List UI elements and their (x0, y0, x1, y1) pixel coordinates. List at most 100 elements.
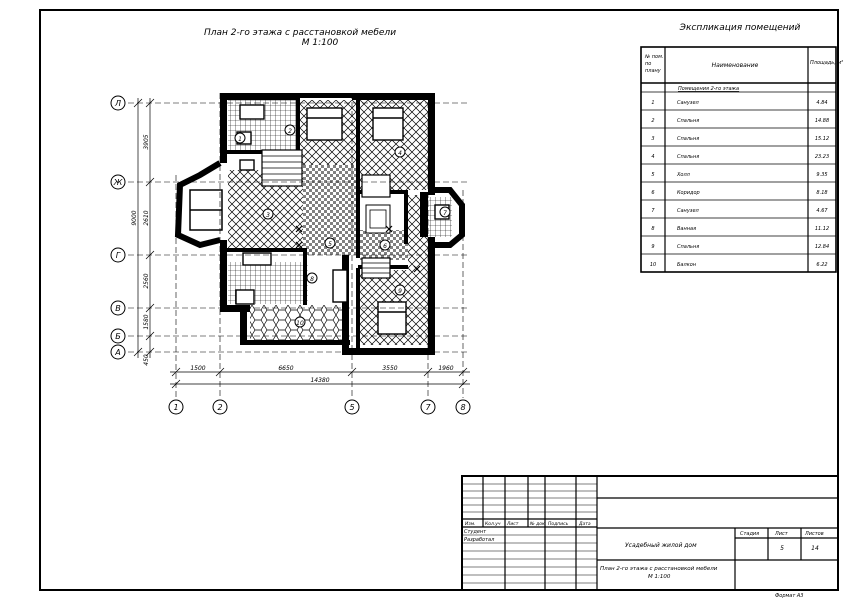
row-room-name: Спальня (677, 244, 699, 250)
row-area: 6.22 (816, 262, 827, 268)
row-room-name: Холл (676, 172, 691, 178)
room-mark-3: 3 (262, 208, 274, 220)
svg-text:Б: Б (115, 332, 121, 341)
header-area: Площадь, м² (810, 60, 843, 66)
svg-text:7: 7 (425, 403, 431, 412)
axis-bubble-v: В (110, 300, 126, 316)
floor-plan: 1 2 3 4 5 6 7 8 9 10 (174, 93, 465, 355)
axis-bubble-l: Л (110, 95, 126, 111)
explication-subtitle: Помещения 2-го этажа (678, 86, 739, 92)
dim-bottom-4: 1960 (438, 365, 453, 372)
row-number: 3 (651, 136, 654, 142)
row-number: 8 (651, 226, 654, 232)
dim-left-total: 9000 (131, 210, 138, 225)
dim-bottom-total: 14380 (310, 377, 329, 384)
dim-left-5: 450 (143, 354, 150, 366)
room-mark-2: 2 (284, 124, 296, 136)
sheet-frame (39, 9, 839, 591)
row-room-name: Коридор (677, 190, 700, 196)
plan-scale: М 1:100 (302, 38, 339, 48)
svg-text:7: 7 (443, 210, 447, 217)
row-number: 5 (651, 172, 654, 178)
stamp-row-developer: Разработал (464, 537, 495, 543)
row-number: 1 (651, 100, 654, 106)
row-number: 10 (650, 262, 656, 268)
row-area: 11.12 (815, 226, 829, 232)
stamp-sheet-label: Лист (774, 531, 789, 537)
svg-text:3: 3 (266, 212, 270, 219)
room-mark-1: 1 (234, 132, 246, 144)
room-mark-10: 10 (294, 316, 306, 328)
light-fixtures (295, 225, 421, 273)
row-number: 9 (651, 244, 654, 250)
row-room-name: Балкон (677, 262, 697, 268)
svg-text:Л: Л (114, 99, 121, 108)
row-area: 12.84 (815, 244, 829, 250)
dimension-lines: 3905 2610 2560 1580 450 9000 1500 6650 3… (131, 98, 470, 389)
row-room-name: Санузел (677, 100, 700, 106)
row-room-name: Спальня (677, 136, 699, 142)
stamp-col-kol: Кол.уч (485, 521, 501, 527)
axis-bubble-5: 5 (344, 399, 360, 415)
room-mark-5: 5 (324, 237, 336, 249)
svg-text:В: В (115, 304, 121, 313)
dim-left-2: 2610 (143, 210, 150, 225)
svg-text:10: 10 (296, 320, 304, 327)
axis-bubble-g: Г (110, 247, 126, 263)
room-mark-9: 9 (394, 284, 406, 296)
row-area: 14.88 (815, 118, 829, 124)
sheet-format: Формат А3 (775, 593, 803, 599)
svg-text:2: 2 (288, 128, 292, 135)
room-mark-4: 4 (394, 146, 406, 158)
svg-text:1: 1 (173, 403, 178, 412)
row-area: 9.35 (816, 172, 827, 178)
svg-text:Ж: Ж (113, 178, 123, 187)
plan-title: План 2-го этажа с расстановкой мебели (204, 28, 396, 38)
stamp-stage-label: Стадия (740, 531, 759, 537)
svg-text:9: 9 (398, 288, 402, 295)
row-room-name: Санузел (677, 208, 700, 214)
svg-text:А: А (114, 348, 120, 357)
svg-text:4: 4 (398, 150, 402, 157)
svg-text:2: 2 (217, 403, 222, 412)
stamp-sheet-no: 5 (780, 545, 784, 552)
row-room-name: Спальня (677, 118, 699, 124)
svg-text:5: 5 (349, 403, 354, 412)
room-mark-8: 8 (306, 272, 318, 284)
row-room-name: Ванная (677, 226, 696, 232)
axis-bubble-1: 1 (168, 399, 184, 415)
row-area: 15.12 (815, 136, 829, 142)
row-area: 4.67 (816, 208, 828, 214)
dim-bottom-3: 3550 (382, 365, 397, 372)
dim-left-3: 2560 (143, 273, 150, 288)
row-area: 23.23 (815, 154, 829, 160)
row-number: 4 (651, 154, 654, 160)
stamp-sheets-total: 14 (811, 545, 819, 552)
axis-bubble-8: 8 (455, 399, 471, 415)
bay-window-left (174, 160, 223, 249)
svg-text:8: 8 (310, 276, 314, 283)
svg-text:5: 5 (328, 241, 332, 248)
svg-text:Г: Г (116, 251, 121, 260)
stamp-col-list: Лист (506, 521, 519, 527)
row-number: 6 (651, 190, 654, 196)
stamp-col-doc: № док. (529, 521, 546, 527)
row-area: 8.18 (816, 190, 827, 196)
stamp-row-student: Студент (464, 529, 487, 535)
dim-left-1: 3905 (143, 134, 150, 149)
room-mark-7: 7 (439, 206, 451, 218)
room-mark-6: 6 (379, 239, 391, 251)
axis-bubble-2: 2 (212, 399, 228, 415)
svg-text:1: 1 (238, 136, 242, 143)
stamp-project: Усадебный жилой дом (625, 542, 697, 549)
room-marks: 1 2 3 4 5 6 7 8 9 10 (234, 124, 451, 328)
stamp-sheets-label: Листов (804, 531, 824, 537)
stamp-col-sign: Подпись (548, 521, 569, 527)
row-area: 4.84 (816, 100, 827, 106)
dim-left-4: 1580 (143, 314, 150, 329)
